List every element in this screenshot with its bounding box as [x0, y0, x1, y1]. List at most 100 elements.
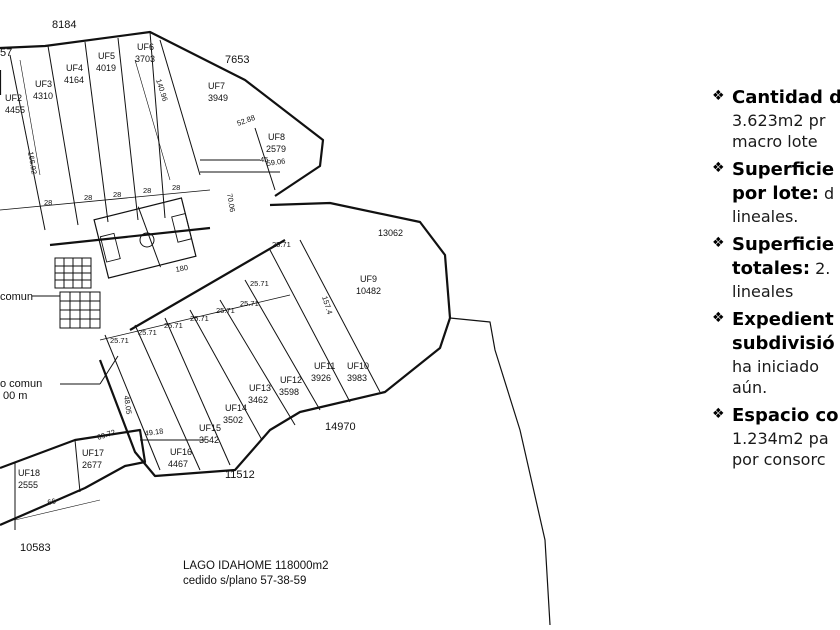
lot-id: UF13 — [249, 383, 271, 393]
bullet-title-rest: 2. — [810, 259, 831, 278]
lot-line — [74, 439, 81, 493]
bullet-item-common-space: ❖ Espacio co 1.234m2 pa por consorc — [712, 404, 840, 470]
lot-id: UF4 — [66, 63, 83, 73]
lot-id: UF11 — [314, 361, 335, 371]
lake-boundary — [449, 317, 551, 626]
bullet-body: lineales — [732, 282, 794, 301]
road-edge-lower — [129, 239, 286, 331]
lot-line — [84, 41, 109, 223]
bullet-item-surface-per-lot: ❖ Superficie por lote: d lineales. — [712, 158, 840, 227]
dim-line — [14, 499, 101, 521]
lot-labels: UF2 4455 UF3 4310 UF4 4164 UF5 4019 UF6 … — [5, 42, 381, 490]
bullet-title: Espacio co — [732, 405, 839, 426]
lot-area: 3983 — [347, 373, 367, 383]
lot-line — [149, 31, 166, 219]
lot-area: 2555 — [18, 480, 38, 490]
lot-line — [9, 54, 46, 231]
lot-line — [134, 324, 201, 471]
info-panel: ❖ Cantidad d 3.623m2 pr macro lote ❖ Sup… — [712, 86, 840, 476]
lot-id: UF5 — [98, 51, 115, 61]
dimension-label: 166.92 — [26, 151, 39, 175]
lot-area: 4164 — [64, 75, 84, 85]
road-edge-upper — [49, 226, 211, 247]
diamond-star-icon: ❖ — [712, 160, 725, 176]
perimeter-label: 7653 — [225, 54, 249, 66]
lot-id: UF8 — [268, 132, 285, 142]
common-space-label: o comun — [0, 378, 42, 390]
diamond-star-icon: ❖ — [712, 235, 725, 251]
common-space-label: comun — [0, 291, 33, 303]
dimension-label: 28 — [44, 198, 52, 207]
bullet-title-rest: d — [818, 184, 835, 203]
lot-line — [189, 309, 263, 441]
lot-area: 3949 — [208, 93, 228, 103]
common-space-label: 00 m — [3, 390, 27, 402]
dimension-labels: 28 28 28 28 28 25.71 25.71 25.71 25.71 2… — [26, 78, 334, 507]
diamond-star-icon: ❖ — [712, 406, 725, 422]
perimeter-label: 13062 — [378, 228, 403, 238]
lot-line — [254, 127, 276, 191]
perimeter-label: 14970 — [325, 421, 356, 433]
lot-line — [219, 299, 296, 426]
bullet-title: Cantidad d — [732, 87, 840, 108]
bullet-body: 3.623m2 pr — [732, 111, 826, 130]
lot-area: 2579 — [266, 144, 286, 154]
dimension-label: 25.71 — [240, 299, 259, 308]
lot-id: UF15 — [199, 423, 221, 433]
perimeter-label: 10583 — [20, 542, 51, 554]
lot-area: 3598 — [279, 387, 299, 397]
lot-area: 2677 — [82, 460, 102, 470]
lot-line — [104, 334, 161, 471]
dimension-label: 25.71 — [250, 279, 269, 288]
dim-line — [99, 294, 291, 341]
lot-id: UF7 — [208, 81, 225, 91]
lot-id: UF6 — [137, 42, 154, 52]
bullet-body: lineales. — [732, 207, 799, 226]
bullet-body: aún. — [732, 378, 768, 397]
dimension-label: 66 — [47, 496, 57, 507]
lot-id: UF3 — [35, 79, 52, 89]
bullet-title-cont: subdivisió — [732, 333, 835, 354]
diamond-star-icon: ❖ — [712, 310, 725, 326]
bullet-title: Superficie — [732, 159, 835, 180]
dimension-label: 25.71 — [164, 321, 183, 330]
dimension-label: 25.71 — [138, 328, 157, 337]
lot-area: 4019 — [96, 63, 116, 73]
bullet-item-quantity: ❖ Cantidad d 3.623m2 pr macro lote — [712, 86, 840, 152]
dimension-label: 45 — [260, 155, 268, 164]
dimension-label: 25.71 — [272, 240, 291, 249]
dimension-label: 140.96 — [154, 78, 170, 103]
dimension-label: 157.4 — [320, 295, 334, 316]
lot-area: 10482 — [356, 286, 381, 296]
lot-id: UF2 — [5, 93, 22, 103]
bullet-item-surface-total: ❖ Superficie totales: 2. lineales — [712, 233, 840, 302]
perimeter-label: 11512 — [225, 469, 255, 481]
lot-area: 4455 — [5, 105, 25, 115]
plan-boundary-top — [0, 30, 325, 197]
dim-line — [19, 59, 41, 176]
lot-area: 4310 — [33, 91, 53, 101]
bullet-title: Superficie — [732, 234, 835, 255]
bullet-item-subdivision-file: ❖ Expedient subdivisió ha iniciado aún. — [712, 308, 840, 398]
bullet-title: Expedient — [732, 309, 834, 330]
dimension-label: 48.05 — [122, 395, 134, 415]
lot-line — [299, 239, 381, 393]
lot-id: UF16 — [170, 447, 192, 457]
lake-caption-line1: LAGO IDAHOME 118000m2 — [183, 560, 329, 572]
plan-boundary-right — [98, 201, 452, 478]
bullet-body: ha iniciado — [732, 357, 820, 376]
dim-line — [134, 59, 171, 181]
dim-line — [0, 189, 211, 211]
lot-line — [159, 39, 201, 176]
lot-area: 3703 — [135, 54, 155, 64]
dimension-label: 28 — [113, 190, 121, 199]
dimension-label: 52.88 — [236, 113, 257, 128]
dimension-label: 70.06 — [225, 193, 237, 213]
lot-area: 3502 — [223, 415, 243, 425]
leader-line — [99, 355, 119, 385]
lot-area: 3926 — [311, 373, 331, 383]
dimension-label: 28 — [84, 193, 92, 202]
perimeter-label: 8184 — [52, 19, 76, 31]
lot-line — [244, 279, 321, 411]
dimension-label: 28 — [143, 186, 151, 195]
